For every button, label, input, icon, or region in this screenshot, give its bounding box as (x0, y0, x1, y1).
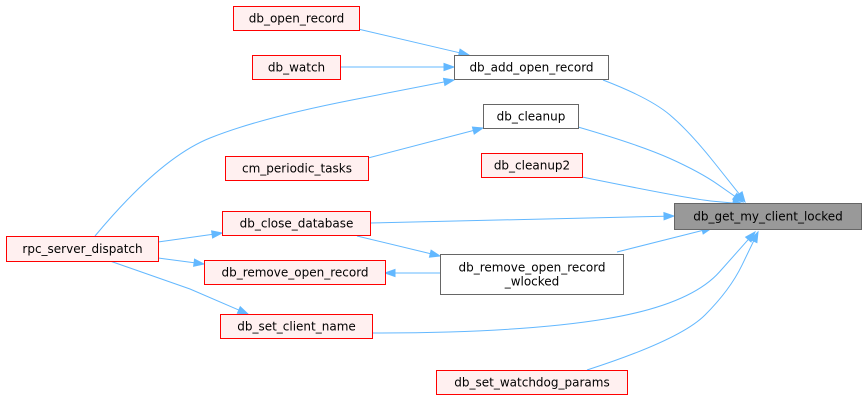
edge-db_close_database-to-main (369, 211, 676, 224)
node-box (222, 211, 371, 236)
node-box (436, 370, 628, 395)
node-cm_periodic_tasks[interactable]: cm_periodic_tasks (225, 156, 369, 181)
node-box (440, 254, 624, 295)
node-label: rpc_server_dispatch (22, 242, 142, 256)
node-rpc_server_dispatch[interactable]: rpc_server_dispatch (6, 236, 159, 262)
edge-db_cleanup-to-main (577, 126, 745, 203)
node-label: db_set_client_name (237, 320, 356, 334)
node-db_remove_open_record[interactable]: db_remove_open_record (204, 260, 386, 285)
edge-db_close_database-to-db_remove_open_record_wlocked (356, 235, 442, 258)
node-box (225, 156, 369, 181)
edge-db_set_watchdog_params-to-main (586, 230, 759, 371)
edge-rpc_server_dispatch-to-db_set_client_name (109, 260, 250, 315)
edge-db_cleanup2-to-main (581, 176, 745, 208)
node-box (481, 153, 583, 178)
node-box (220, 314, 373, 339)
edge-line (157, 257, 196, 264)
node-label: db_get_my_client_locked (693, 210, 842, 224)
node-label: db_set_watchdog_params (454, 376, 609, 390)
edge-db_watch-to-db_add_open_record (340, 62, 456, 72)
node-box (6, 236, 159, 262)
edge-line (356, 235, 432, 255)
edge-arrowhead (663, 211, 676, 221)
node-label: cm_periodic_tasks (242, 162, 352, 176)
edge-line (371, 238, 750, 334)
edge-line (109, 260, 240, 311)
edge-arrowhead (471, 126, 485, 135)
node-db_open_record[interactable]: db_open_record (233, 6, 360, 31)
edge-cm_periodic_tasks-to-db_cleanup (367, 126, 485, 159)
edge-line (581, 176, 735, 204)
edge-db_open_record-to-db_add_open_record (357, 28, 471, 57)
node-label: db_remove_open_record (458, 261, 605, 275)
edge-arrowhead (193, 258, 206, 267)
node-db_cleanup[interactable]: db_cleanup (483, 104, 579, 129)
node-label: db_close_database (240, 217, 354, 231)
node-box (483, 104, 579, 129)
edge-rpc_server_dispatch-to-db_close_database (157, 230, 224, 243)
edge-line (577, 126, 736, 198)
node-db_set_watchdog_params[interactable]: db_set_watchdog_params (436, 370, 628, 395)
node-db_close_database[interactable]: db_close_database (222, 211, 371, 236)
edge-db_remove_open_record_wlocked-to-main (616, 226, 714, 253)
node-box (674, 203, 862, 230)
edge-arrowhead (443, 62, 456, 72)
node-db_watch[interactable]: db_watch (252, 55, 341, 80)
edge-line (369, 215, 666, 224)
node-db_cleanup2[interactable]: db_cleanup2 (481, 153, 583, 178)
edge-arrowhead (211, 230, 224, 239)
nodes-layer: db_get_my_client_locked db_open_record db_… (6, 6, 862, 395)
edge-arrowhead (383, 268, 396, 278)
node-box (454, 55, 609, 80)
node-db_set_client_name[interactable]: db_set_client_name (220, 314, 373, 339)
node-box (204, 260, 386, 285)
edge-db_remove_open_record-to-db_remove_open_record_wlocked (383, 268, 440, 278)
edge-line (357, 28, 461, 54)
node-label: db_remove_open_record (221, 266, 368, 280)
edge-arrowhead (749, 230, 759, 244)
node-db_add_open_record[interactable]: db_add_open_record (454, 55, 609, 80)
node-db_remove_open_record_wlocked[interactable]: db_remove_open_record_wlocked (440, 254, 624, 295)
node-label: db_watch (268, 61, 325, 75)
edge-arrowhead (236, 305, 250, 315)
edge-rpc_server_dispatch-to-db_remove_open_record (157, 257, 206, 267)
node-label: _wlocked (504, 275, 560, 289)
node-box (233, 6, 360, 31)
node-label: db_cleanup2 (494, 159, 570, 173)
edge-line (586, 239, 755, 371)
edge-rpc_server_dispatch-to-db_add_open_record (94, 77, 456, 237)
node-label: db_add_open_record (469, 61, 593, 75)
edge-arrowhead (428, 249, 442, 258)
node-label: db_open_record (249, 12, 345, 26)
node-main: db_get_my_client_locked (674, 203, 862, 230)
edges-layer (94, 28, 759, 371)
edge-line (616, 229, 704, 253)
edge-line (157, 233, 214, 243)
edge-arrowhead (442, 77, 456, 87)
edge-line (602, 79, 741, 196)
edge-line (94, 81, 446, 237)
edge-line (367, 129, 475, 159)
node-label: db_cleanup (497, 110, 566, 124)
node-box (252, 55, 341, 80)
